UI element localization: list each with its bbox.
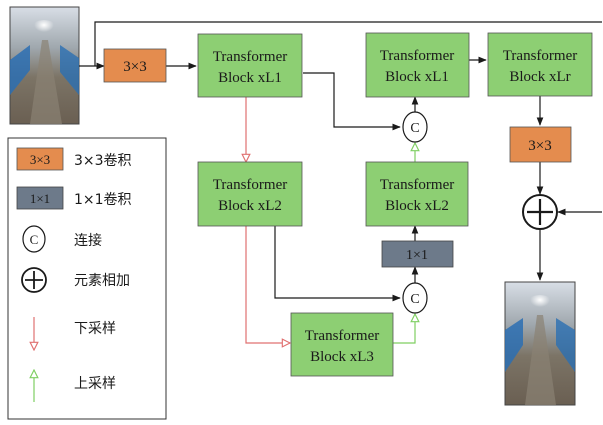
conv-out-block: 3×3 (510, 127, 571, 162)
legend-add-label: 元素相加 (74, 273, 130, 289)
tb-l2-left-line2: Block xL2 (218, 198, 282, 214)
tb-l2-right-line2: Block xL2 (385, 198, 449, 214)
legend-concat-label: 连接 (74, 232, 102, 249)
tb-l3-line2: Block xL3 (310, 349, 374, 365)
edge-l2-concat-lower (275, 226, 400, 298)
conv-in-label: 3×3 (123, 59, 146, 75)
legend-concat-symbol: C (30, 232, 39, 247)
tb-lr-line2: Block xLr (509, 69, 570, 85)
tb-lr-line1: Transformer (503, 48, 577, 64)
edge-l3-concat-lower (393, 314, 415, 343)
transformer-block-l1-right: Transformer Block xL1 (366, 33, 469, 97)
edge-down-l2-l3 (246, 226, 290, 343)
input-image (10, 7, 79, 124)
transformer-block-l3: Transformer Block xL3 (291, 313, 393, 376)
tb-l2-right-line1: Transformer (380, 177, 454, 193)
tb-l1-left-line1: Transformer (213, 49, 287, 65)
concat-upper-label: C (410, 121, 419, 136)
conv-out-label: 3×3 (528, 138, 551, 154)
legend-downsample-label: 下采样 (74, 321, 116, 337)
transformer-block-l2-left: Transformer Block xL2 (198, 162, 302, 226)
concat-lower-node: C (403, 283, 427, 313)
transformer-block-lr: Transformer Block xLr (488, 33, 592, 96)
tb-l1-right-line1: Transformer (380, 48, 454, 64)
transformer-block-l2-right: Transformer Block xL2 (366, 162, 468, 226)
output-image (505, 282, 575, 405)
legend-conv1x1-label: 1×1卷积 (74, 192, 132, 208)
tb-l1-left-line2: Block xL1 (218, 70, 282, 86)
tb-l1-right-line2: Block xL1 (385, 69, 449, 85)
conv-1x1-label: 1×1 (406, 248, 428, 263)
tb-l2-left-line1: Transformer (213, 177, 287, 193)
legend: 3×3 3×3卷积 1×1 1×1卷积 C 连接 元素相加 下采样 (8, 138, 166, 419)
transformer-block-l1-left: Transformer Block xL1 (198, 34, 302, 97)
concat-lower-label: C (410, 292, 419, 307)
concat-upper-node: C (403, 112, 427, 142)
tb-l3-line1: Transformer (305, 328, 379, 344)
legend-conv3x3-label: 3×3卷积 (74, 153, 132, 169)
conv-in-block: 3×3 (104, 49, 166, 82)
element-add-node (523, 195, 557, 229)
legend-conv1x1-symbol: 1×1 (30, 191, 50, 206)
conv-1x1-block: 1×1 (382, 241, 453, 267)
legend-upsample-label: 上采样 (74, 376, 116, 392)
legend-conv3x3-symbol: 3×3 (30, 152, 50, 167)
